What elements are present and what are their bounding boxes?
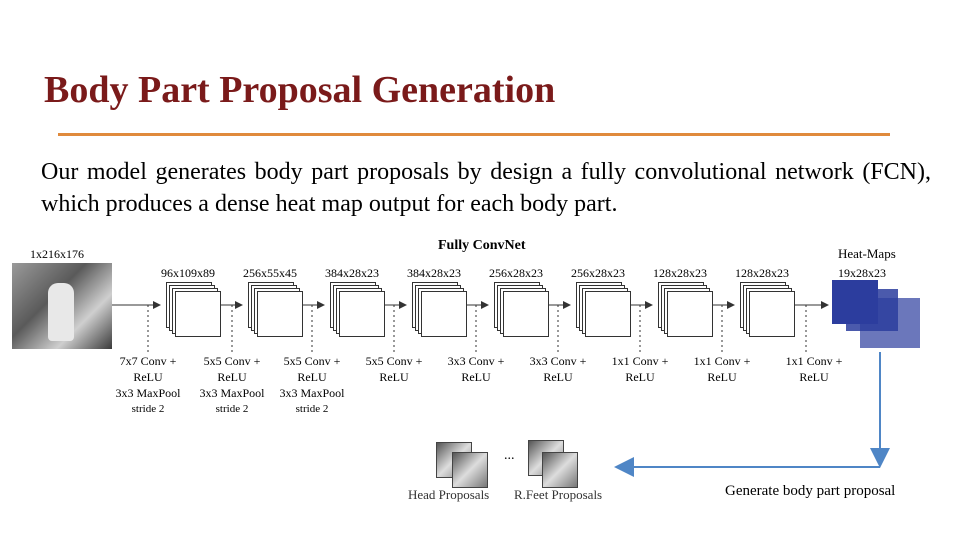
- layer-dim-label: 256x28x23: [571, 266, 625, 280]
- person-silhouette: [48, 283, 74, 341]
- heatmap-front: [832, 280, 878, 324]
- title-underline: [58, 133, 890, 136]
- layer-dim-label: 256x55x45: [243, 266, 297, 280]
- layer-dim-label: 256x28x23: [489, 266, 543, 280]
- layer-dim-label: 128x28x23: [735, 266, 789, 280]
- layer-dim-label: 384x28x23: [325, 266, 379, 280]
- layer-dim-label: 19x28x23: [838, 266, 886, 280]
- heatmaps-label: Heat-Maps: [838, 246, 896, 261]
- rfeet-proposal-image-2: [542, 452, 578, 488]
- layer-operation-label: 1x1 Conv +ReLU: [611, 354, 669, 384]
- head-proposal-image-2: [452, 452, 488, 488]
- slide-title: Body Part Proposal Generation: [44, 69, 556, 111]
- network-title: Fully ConvNet: [438, 238, 526, 253]
- rfeet-proposals-label: R.Feet Proposals: [514, 487, 603, 502]
- layer-operation-label: 3x3 Conv +ReLU: [529, 354, 587, 384]
- layer-dim-label: 128x28x23: [653, 266, 707, 280]
- depth-input-image: [12, 263, 112, 349]
- layer-operation-label: 3x3 Conv +ReLU: [447, 354, 505, 384]
- layer-dim-label: 96x109x89: [161, 266, 215, 280]
- layer-operation-label: 1x1 Conv +ReLU: [785, 354, 843, 384]
- proposals-ellipsis: ...: [504, 448, 515, 463]
- generate-proposal-label: Generate body part proposal: [725, 483, 896, 499]
- intro-paragraph: Our model generates body part proposals …: [41, 159, 931, 217]
- head-proposals-label: Head Proposals: [408, 487, 490, 502]
- layer-operation-label: 1x1 Conv +ReLU: [693, 354, 751, 384]
- layer-dim-label: 384x28x23: [407, 266, 461, 280]
- layer-operation-label: 5x5 Conv +ReLU: [365, 354, 423, 384]
- input-size-label: 1x216x176: [30, 247, 84, 261]
